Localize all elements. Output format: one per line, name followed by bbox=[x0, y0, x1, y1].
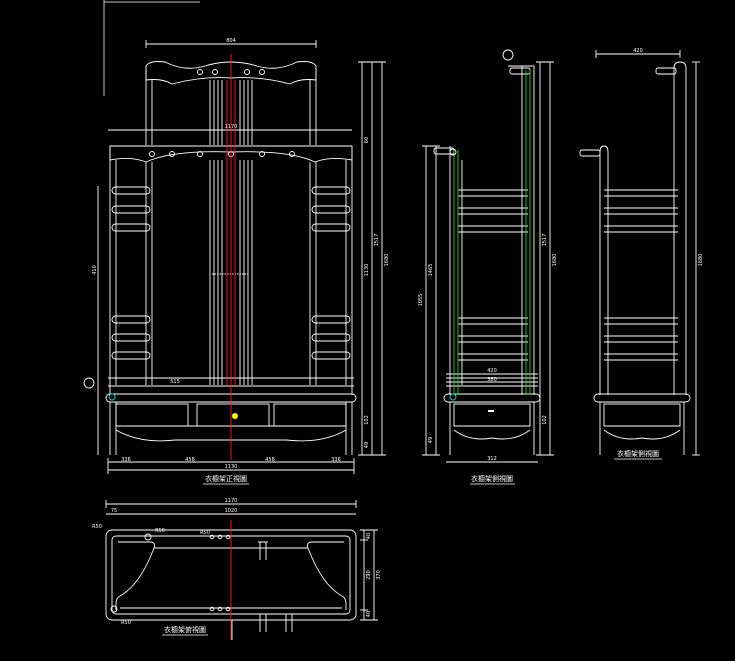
side-node-marker bbox=[449, 148, 457, 156]
dim-bottom-b: 49 bbox=[364, 442, 370, 448]
dim-plan-margin-bottom: 40 bbox=[366, 611, 372, 617]
dim-plan-margin-left: 75 bbox=[111, 508, 117, 514]
dim-plan-corner-a: R50 bbox=[92, 524, 102, 530]
dim-height-upper: 1517 bbox=[374, 234, 380, 247]
side-dimensions: 420 380 312 1517 1680 1465 1055 102 49 bbox=[418, 234, 558, 462]
dim-side-base-h2: 49 bbox=[428, 437, 434, 443]
dim-side-depth-top: 420 bbox=[487, 368, 497, 374]
dim-height-body: 1130 bbox=[364, 264, 370, 277]
dim-plan-outer-width: 1170 bbox=[225, 498, 238, 504]
dim-back-top-width: 420 bbox=[633, 48, 643, 54]
front-node-marker bbox=[108, 393, 116, 401]
dim-mid-width: 1170 bbox=[225, 124, 238, 130]
dim-plan-corner-c: R50 bbox=[200, 530, 210, 536]
front-callout-marker bbox=[83, 377, 95, 389]
dim-inner-width: 515 bbox=[170, 379, 180, 385]
dim-drawer-1: 336 bbox=[121, 457, 131, 463]
dim-side-height-mid: 1465 bbox=[428, 264, 434, 277]
plan-dimensions: 1170 1020 75 R50 R50 R50 R50 290 370 40 … bbox=[92, 498, 382, 626]
front-view-caption: 衣櫥架正視圖 bbox=[205, 474, 247, 483]
dim-base-total: 1130 bbox=[225, 464, 238, 470]
dim-plan-depth-inner: 290 bbox=[366, 570, 372, 580]
side-view-caption: 衣櫥架側視圖 bbox=[471, 474, 513, 483]
dim-back-height-total: 1680 bbox=[698, 254, 704, 267]
back-side-caption: 衣櫥架側視圖 bbox=[617, 449, 659, 458]
dim-plan-margin-top: 40 bbox=[366, 533, 372, 539]
dim-drawer-4: 336 bbox=[331, 457, 341, 463]
dim-plan-depth-total: 370 bbox=[376, 570, 382, 580]
dim-plan-inner-width: 1020 bbox=[225, 508, 238, 514]
plan-view-caption: 衣櫥架俯視圖 bbox=[164, 625, 206, 634]
dim-side-height-total: 1680 bbox=[552, 254, 558, 267]
dim-drawer-3: 458 bbox=[265, 457, 275, 463]
side-callout-marker bbox=[502, 49, 514, 61]
dim-side-depth-mid: 380 bbox=[487, 377, 497, 383]
dim-left-row: 410 bbox=[92, 265, 98, 275]
side-view bbox=[422, 61, 554, 463]
front-view bbox=[97, 40, 386, 474]
dim-side-height-upper: 1517 bbox=[542, 234, 548, 247]
front-dimensions: 804 1170 515 1130 336 458 458 336 60 113… bbox=[92, 38, 390, 470]
dim-plan-corner-d: R50 bbox=[121, 620, 131, 626]
dim-drawer-2: 458 bbox=[185, 457, 195, 463]
dim-side-base-h: 102 bbox=[542, 415, 548, 425]
dim-top-width: 804 bbox=[226, 38, 236, 44]
front-centerline bbox=[226, 54, 236, 460]
dim-height-total: 1680 bbox=[384, 254, 390, 267]
dim-crown: 60 bbox=[364, 137, 370, 143]
dim-bottom-a: 102 bbox=[364, 415, 370, 425]
front-highlight-marker bbox=[232, 413, 238, 419]
back-side-view bbox=[579, 50, 700, 456]
dim-plan-corner-b: R50 bbox=[155, 528, 165, 534]
dim-side-height-left: 1055 bbox=[418, 294, 424, 307]
side-base-node-marker bbox=[449, 393, 457, 401]
back-side-dimensions: 420 1680 bbox=[633, 48, 704, 266]
dim-side-depth-base: 312 bbox=[487, 456, 497, 462]
side-accent-lines bbox=[453, 70, 531, 395]
